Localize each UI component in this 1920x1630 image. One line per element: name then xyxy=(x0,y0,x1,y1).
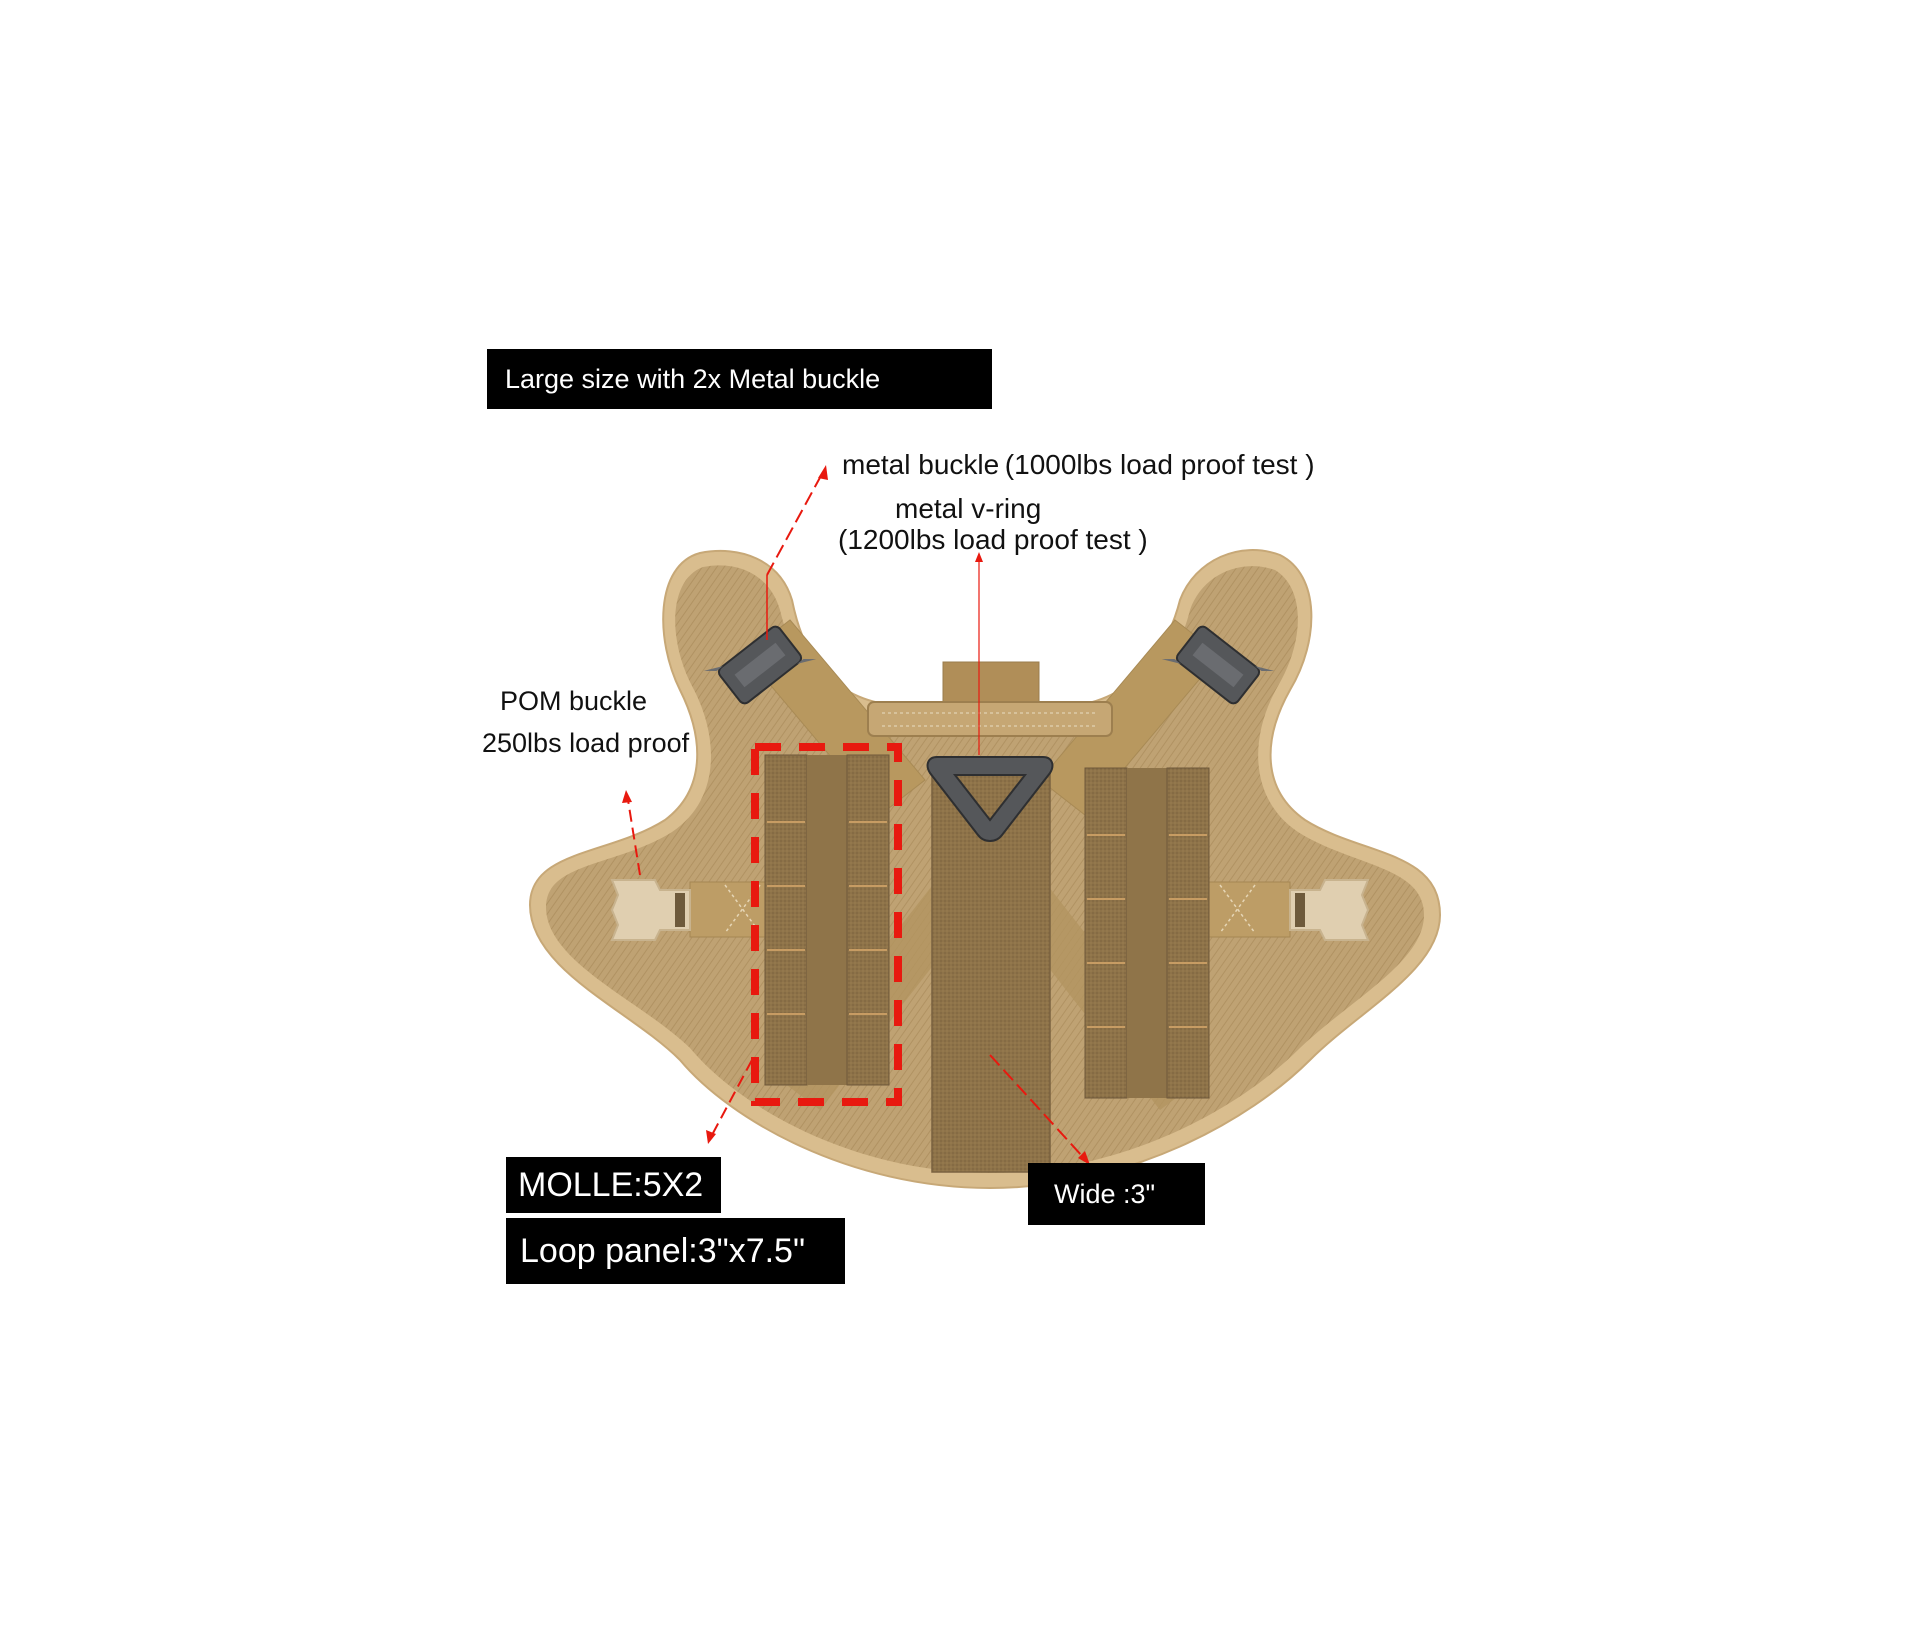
v-ring-callout-line1: metal v-ring xyxy=(895,493,1042,524)
molle-label: MOLLE:5X2 xyxy=(506,1157,721,1213)
right-side-strap xyxy=(1199,881,1291,938)
handle xyxy=(867,701,1113,737)
loop-panel-label: Loop panel:3"x7.5" xyxy=(506,1218,845,1284)
annotation-arrows xyxy=(622,465,1090,1165)
pom-buckle-callout-line1: POM buckle xyxy=(500,686,648,716)
wide-label: Wide :3" xyxy=(1028,1163,1205,1225)
v-ring xyxy=(926,756,1054,842)
metal-buckle-callout: metal buckle (1000lbs load proof test ) xyxy=(842,449,1315,480)
right-molle-panel xyxy=(1084,767,1210,1099)
wide-label-text: Wide :3" xyxy=(1054,1178,1156,1209)
molle-label-text: MOLLE:5X2 xyxy=(518,1165,704,1204)
title-label-text: Large size with 2x Metal buckle xyxy=(505,363,881,394)
right-metal-buckle xyxy=(1161,625,1275,705)
pom-buckle-callout-line2: 250lbs load proof xyxy=(482,728,690,758)
molle-highlight-box xyxy=(751,743,902,1106)
left-molle-panel xyxy=(764,754,890,1086)
v-ring-callout-line2: (1200lbs load proof test ) xyxy=(838,524,1148,555)
title-label: Large size with 2x Metal buckle xyxy=(487,349,992,409)
loop-panel-label-text: Loop panel:3"x7.5" xyxy=(520,1231,806,1270)
left-metal-buckle xyxy=(703,625,817,705)
left-pom-buckle xyxy=(610,879,691,941)
right-pom-buckle xyxy=(1289,879,1370,941)
